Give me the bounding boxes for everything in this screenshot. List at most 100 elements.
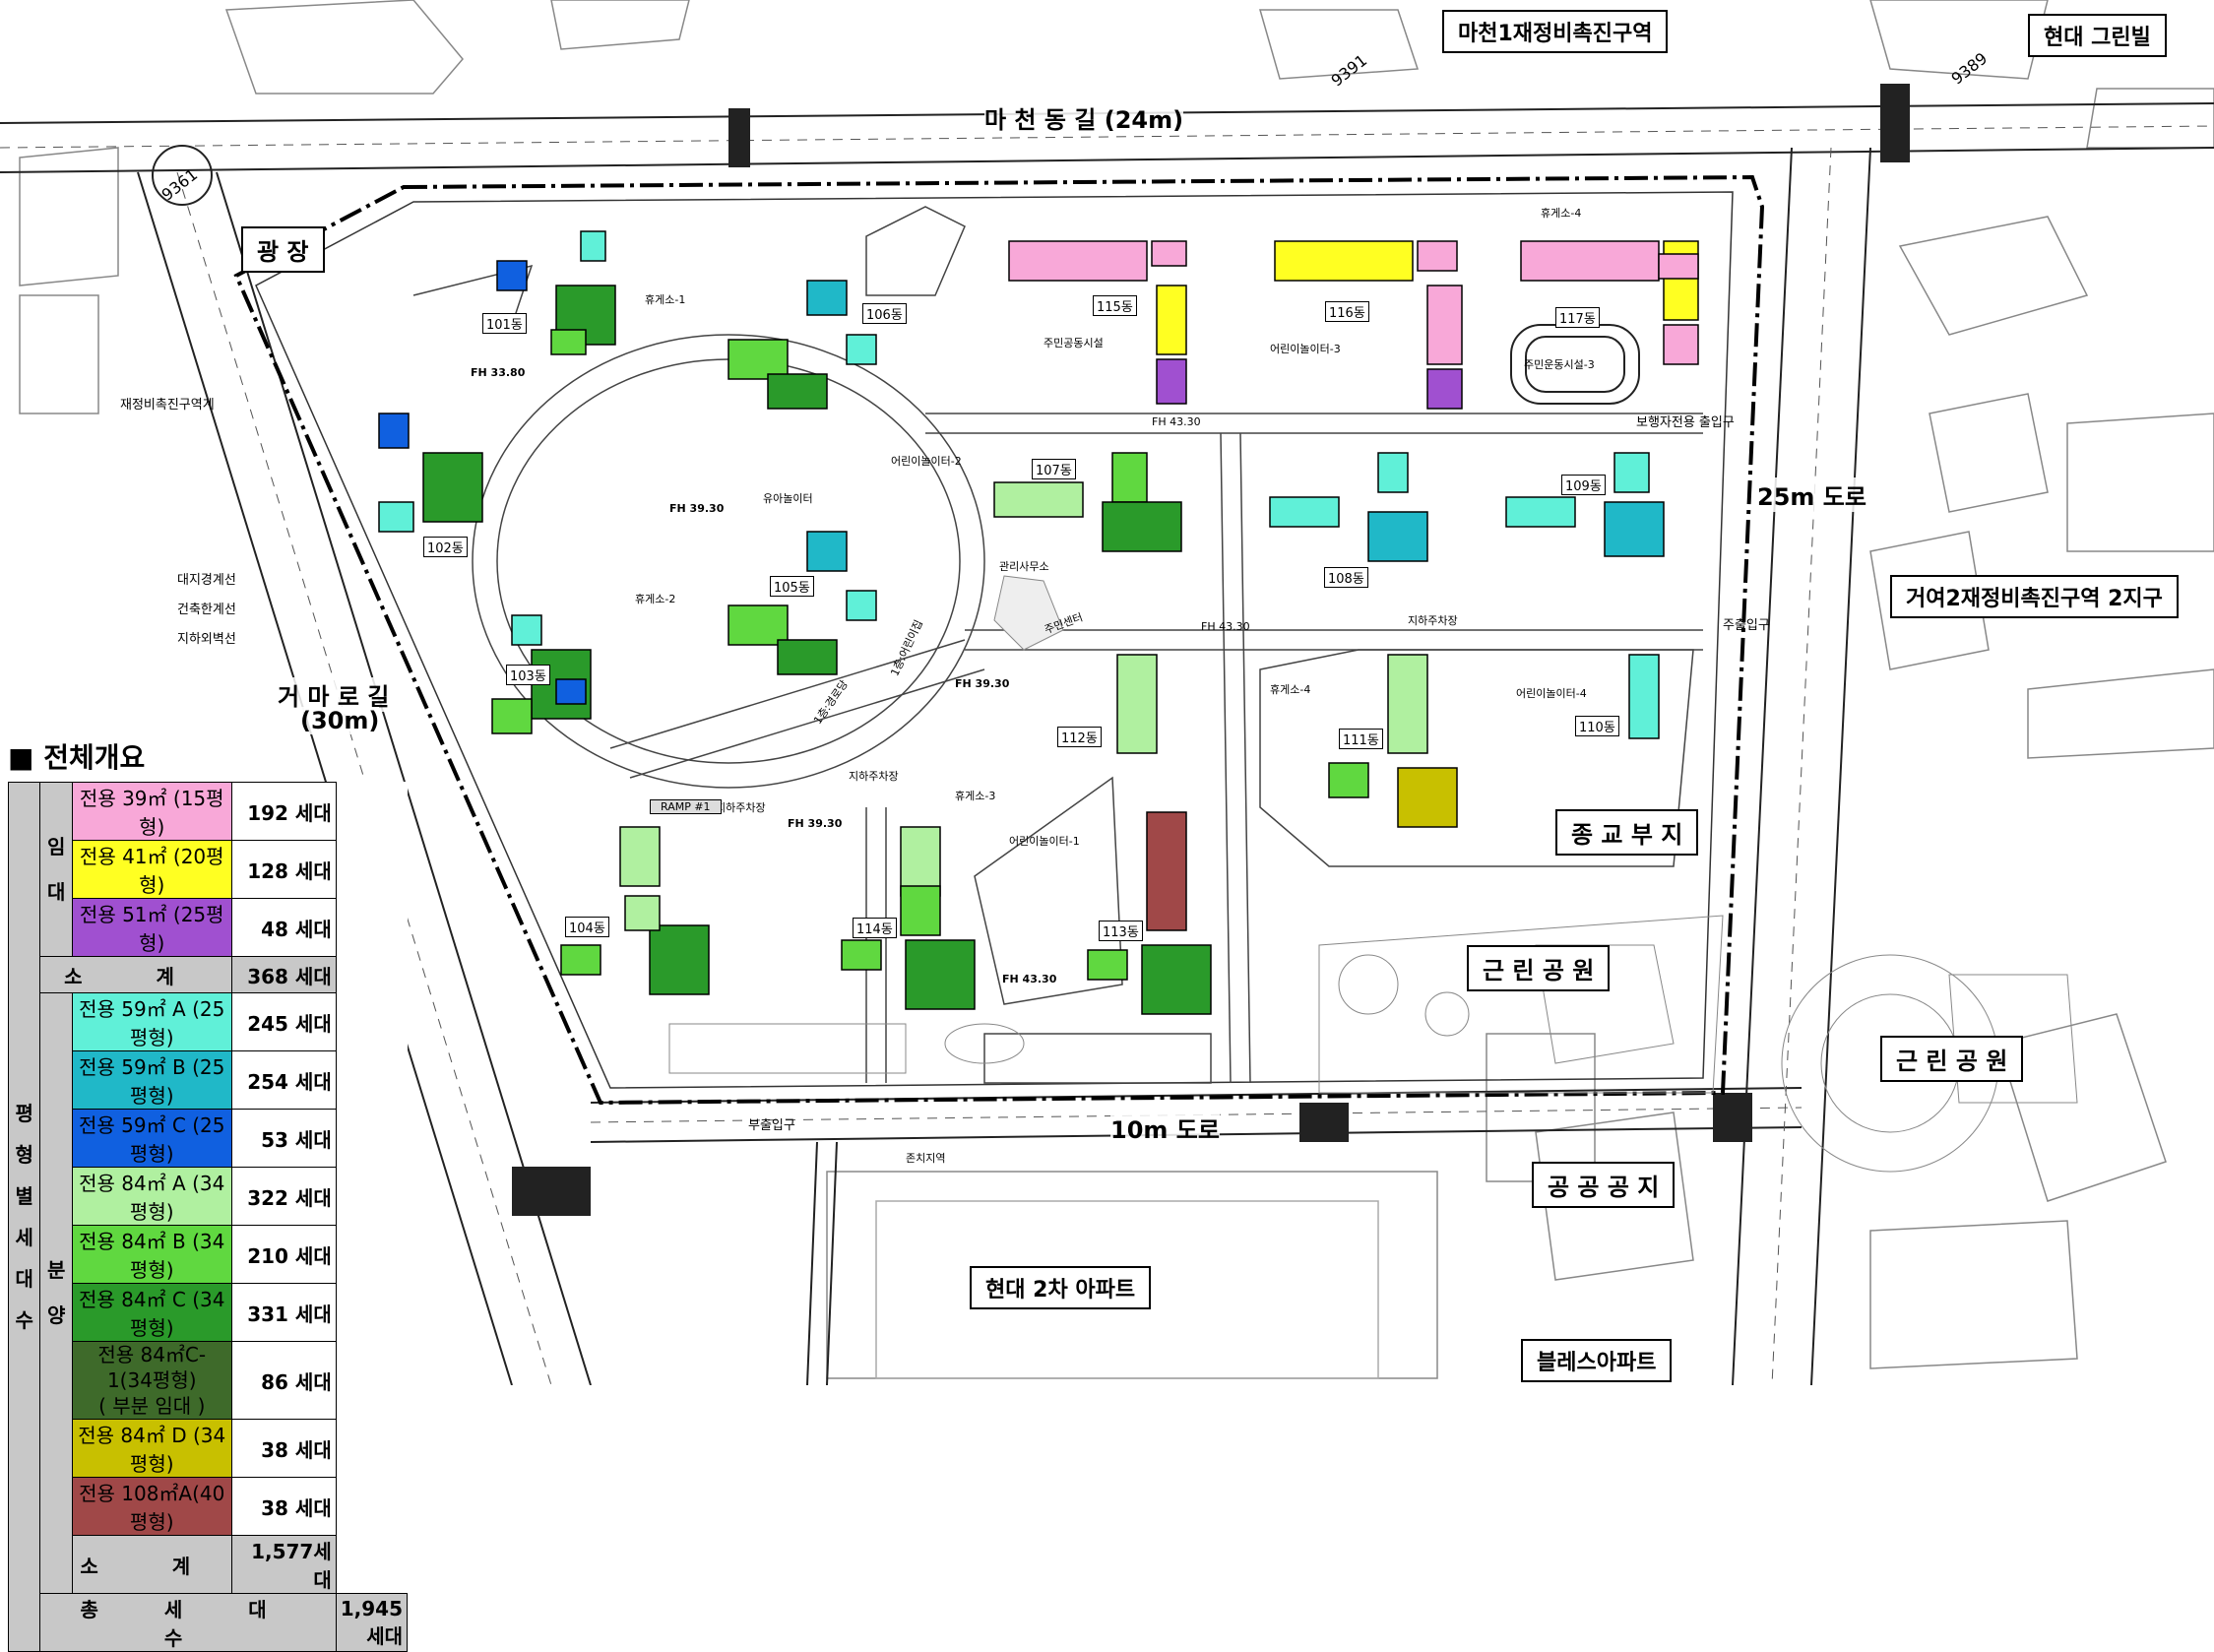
building-label-112: 112동 bbox=[1057, 727, 1102, 747]
facility-rest4a: 휴게소-4 bbox=[1541, 207, 1582, 220]
unit-type-cell: 전용 84㎡C-1(34평형)( 부분 임대 ) bbox=[71, 1341, 232, 1420]
building-footprint bbox=[378, 413, 410, 449]
facility-sub-entry: 부출입구 bbox=[748, 1118, 795, 1133]
unit-count-cell: 254 세대 bbox=[230, 1050, 337, 1110]
building-footprint bbox=[378, 501, 414, 533]
building-footprint bbox=[1328, 762, 1369, 798]
building-footprint bbox=[1141, 944, 1212, 1015]
unit-count-cell: 128 세대 bbox=[230, 840, 337, 899]
unit-count-cell: 245 세대 bbox=[230, 992, 337, 1051]
subtotal-label: 소 계 bbox=[39, 956, 232, 993]
subtotal-rent: 368 세대 bbox=[230, 956, 337, 993]
building-footprint bbox=[550, 329, 587, 355]
unit-count-cell: 38 세대 bbox=[230, 1419, 337, 1478]
unit-type-cell: 전용 84㎡ D (34평형) bbox=[71, 1419, 232, 1478]
building-footprint bbox=[846, 334, 877, 365]
elevation-1: FH 33.80 bbox=[471, 366, 526, 379]
building-footprint bbox=[1151, 240, 1187, 267]
building-footprint bbox=[1116, 654, 1158, 754]
elevation-7: FH 43.30 bbox=[1201, 620, 1250, 633]
building-footprint bbox=[1663, 324, 1699, 365]
facility-playground4: 어린이놀이터-4 bbox=[1516, 687, 1587, 700]
building-footprint bbox=[619, 826, 661, 887]
crosswalks bbox=[512, 84, 1910, 1216]
facility-ramp: RAMP #1 bbox=[650, 799, 722, 814]
facility-pedestrian-entry: 보행자전용 출입구 bbox=[1636, 415, 1735, 430]
building-footprint bbox=[580, 230, 606, 262]
facility-resident: 주민공동시설 bbox=[1044, 337, 1104, 349]
building-footprint bbox=[560, 944, 601, 976]
building-footprint bbox=[1628, 654, 1660, 739]
summary-title: ■ 전체개요 bbox=[8, 741, 146, 774]
building-label-117: 117동 bbox=[1555, 307, 1600, 328]
roundabout bbox=[152, 145, 213, 206]
table-row: 전용 51㎡ (25평형) 48 세대 bbox=[9, 898, 408, 957]
unit-count-cell: 331 세대 bbox=[230, 1283, 337, 1342]
unit-count-cell: 48 세대 bbox=[230, 898, 337, 957]
area-label-hyundai-greenvill: 현대 그린빌 bbox=[2028, 14, 2167, 57]
building-footprint bbox=[1111, 452, 1148, 503]
building-footprint bbox=[1426, 368, 1463, 410]
building-footprint bbox=[993, 481, 1084, 518]
area-label-gwangjang: 광 장 bbox=[241, 226, 325, 273]
road-label-25m: 25m 도로 bbox=[1757, 477, 1866, 512]
building-label-104: 104동 bbox=[565, 917, 609, 937]
surrounding-buildings bbox=[19, 0, 2214, 1379]
building-footprint bbox=[649, 924, 710, 995]
unit-type-cell: 전용 41㎡ (20평형) bbox=[71, 840, 232, 899]
area-label-hyundai2: 현대 2차 아파트 bbox=[970, 1266, 1152, 1309]
table-row: 전용 84㎡ A (34평형) 322 세대 bbox=[9, 1167, 408, 1226]
building-label-113: 113동 bbox=[1099, 921, 1143, 941]
facility-parking2: 지하주차장 bbox=[849, 770, 899, 783]
subtotal-label: 소 계 bbox=[71, 1535, 232, 1594]
building-footprint bbox=[1274, 240, 1414, 282]
facility-kids-park: 유아놀이터 bbox=[763, 492, 813, 505]
unit-type-cell: 전용 59㎡ B (25평형) bbox=[71, 1050, 232, 1110]
building-footprint bbox=[1613, 452, 1650, 493]
facility-rest3: 휴게소-3 bbox=[955, 790, 996, 802]
building-label-102: 102동 bbox=[423, 537, 468, 557]
facility-rest2: 휴게소-2 bbox=[635, 593, 676, 605]
building-footprint bbox=[555, 678, 587, 705]
building-footprint bbox=[1367, 511, 1428, 562]
building-footprint bbox=[1417, 240, 1458, 272]
building-footprint bbox=[1377, 452, 1409, 493]
building-footprint bbox=[727, 604, 789, 646]
building-footprint bbox=[806, 280, 848, 316]
facility-parking3: 지하주차장 bbox=[716, 801, 766, 814]
table-row: 전용 84㎡ C (34평형) 331 세대 bbox=[9, 1283, 408, 1342]
unit-count-cell: 322 세대 bbox=[230, 1167, 337, 1226]
elevation-4: FH 39.30 bbox=[788, 817, 843, 830]
site-boundary bbox=[233, 174, 1765, 1106]
elevation-6: FH 43.30 bbox=[1152, 415, 1201, 428]
building-footprint bbox=[1387, 654, 1428, 754]
subtotal-sale: 1,577세대 bbox=[230, 1535, 337, 1594]
elevation-2: FH 39.30 bbox=[669, 502, 725, 515]
building-label-105: 105동 bbox=[770, 576, 814, 597]
unit-type-cell: 전용 59㎡ A (25평형) bbox=[71, 992, 232, 1051]
building-footprint bbox=[905, 939, 976, 1010]
building-label-115: 115동 bbox=[1093, 295, 1137, 316]
road-label-macheon: 마 천 동 길 (24m) bbox=[984, 100, 1184, 135]
building-footprint bbox=[422, 452, 483, 523]
facility-playground1: 어린이놀이터-1 bbox=[1009, 835, 1080, 848]
unit-count-cell: 192 세대 bbox=[230, 782, 337, 841]
facility-management: 관리사무소 bbox=[999, 560, 1049, 573]
facility-rest1: 휴게소-1 bbox=[645, 293, 686, 306]
area-label-georyeo2: 거여2재정비촉진구역 2지구 bbox=[1890, 575, 2179, 618]
unit-type-cell: 전용 59㎡ C (25평형) bbox=[71, 1109, 232, 1168]
facility-preserve: 존치지역 bbox=[906, 1152, 946, 1165]
total-label: 총 세 대 수 bbox=[39, 1593, 337, 1652]
building-footprints bbox=[378, 230, 1699, 1015]
building-footprint bbox=[1520, 240, 1660, 282]
area-label-majeon1: 마천1재정비촉진구역 bbox=[1442, 10, 1669, 53]
area-label-bless: 블레스아파트 bbox=[1521, 1339, 1673, 1382]
road-label-georo-width: (30m) bbox=[300, 707, 380, 734]
building-footprint bbox=[624, 895, 661, 931]
building-footprint bbox=[1397, 767, 1458, 828]
facility-sports: 주민운동시설-3 bbox=[1524, 358, 1595, 371]
